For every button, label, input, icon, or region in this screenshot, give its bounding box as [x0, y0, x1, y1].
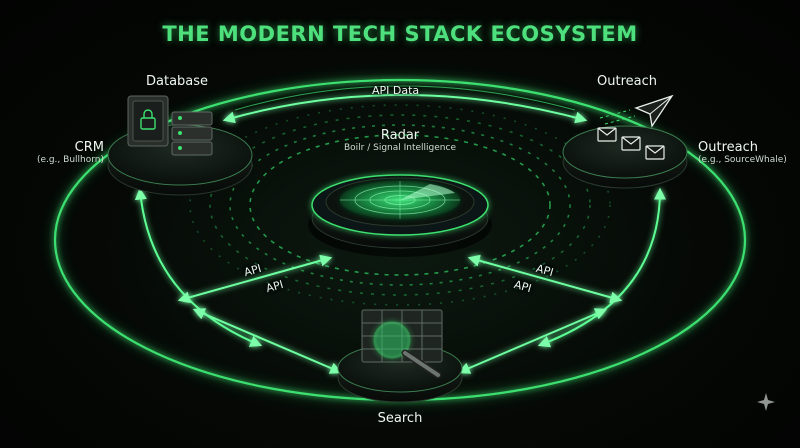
envelopes-icon — [597, 127, 665, 160]
magnifying-glass-icon — [373, 321, 442, 379]
page-title: THE MODERN TECH STACK ECOSYSTEM — [162, 22, 638, 46]
crm-sublabel: (e.g., Bullhorn) — [36, 155, 104, 165]
connection-right-lower — [457, 308, 608, 374]
connection-left-lower — [192, 308, 343, 374]
radar-label: Radar — [380, 128, 420, 143]
search-node[interactable] — [337, 309, 463, 403]
outreach-label: Outreach — [698, 140, 758, 155]
crm-label: CRM — [74, 140, 104, 155]
radar-sublabel: Boilr / Signal Intelligence — [343, 143, 456, 153]
sparkle-icon — [757, 393, 775, 411]
outreach-sublabel: (e.g., SourceWhale) — [698, 155, 787, 165]
crm-label-group: CRM (e.g., Bullhorn) — [30, 140, 104, 165]
crm-database-node[interactable] — [107, 95, 253, 196]
outreach-node[interactable] — [562, 94, 688, 189]
connection-top-label: API Data — [372, 84, 420, 97]
outreach-label-group: Outreach (e.g., SourceWhale) — [698, 140, 787, 165]
radar-label-group: Radar Boilr / Signal Intelligence — [300, 128, 500, 153]
safe-lock-icon — [127, 95, 169, 147]
paper-plane-icon — [599, 94, 674, 128]
outreach-top-label: Outreach — [597, 74, 657, 89]
database-label: Database — [146, 74, 209, 89]
connection-left-upper — [177, 254, 333, 304]
connection-right-upper — [467, 254, 623, 304]
connection-top — [222, 85, 588, 124]
search-label: Search — [377, 411, 423, 426]
radar-icon — [340, 181, 460, 219]
database-stack-icon — [171, 111, 213, 156]
radar-node[interactable] — [308, 174, 492, 257]
connection-right-arc — [537, 187, 666, 348]
